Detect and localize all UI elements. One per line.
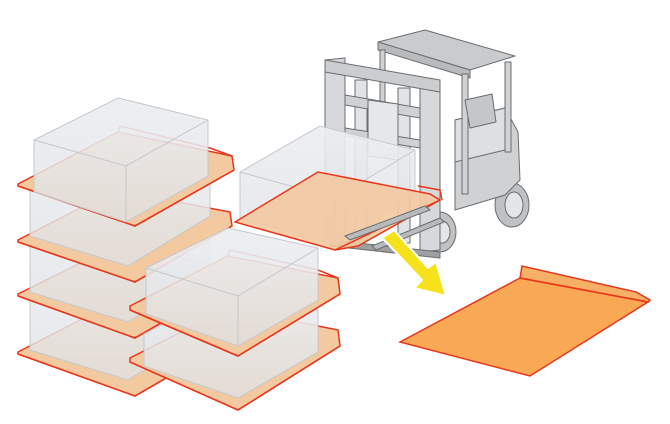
arrow-down-right-icon bbox=[381, 229, 447, 297]
left-pallet-stack bbox=[17, 97, 235, 397]
forklift-load bbox=[233, 125, 443, 251]
loose-slip-sheet bbox=[397, 265, 652, 377]
front-pallet-stack bbox=[129, 227, 341, 411]
